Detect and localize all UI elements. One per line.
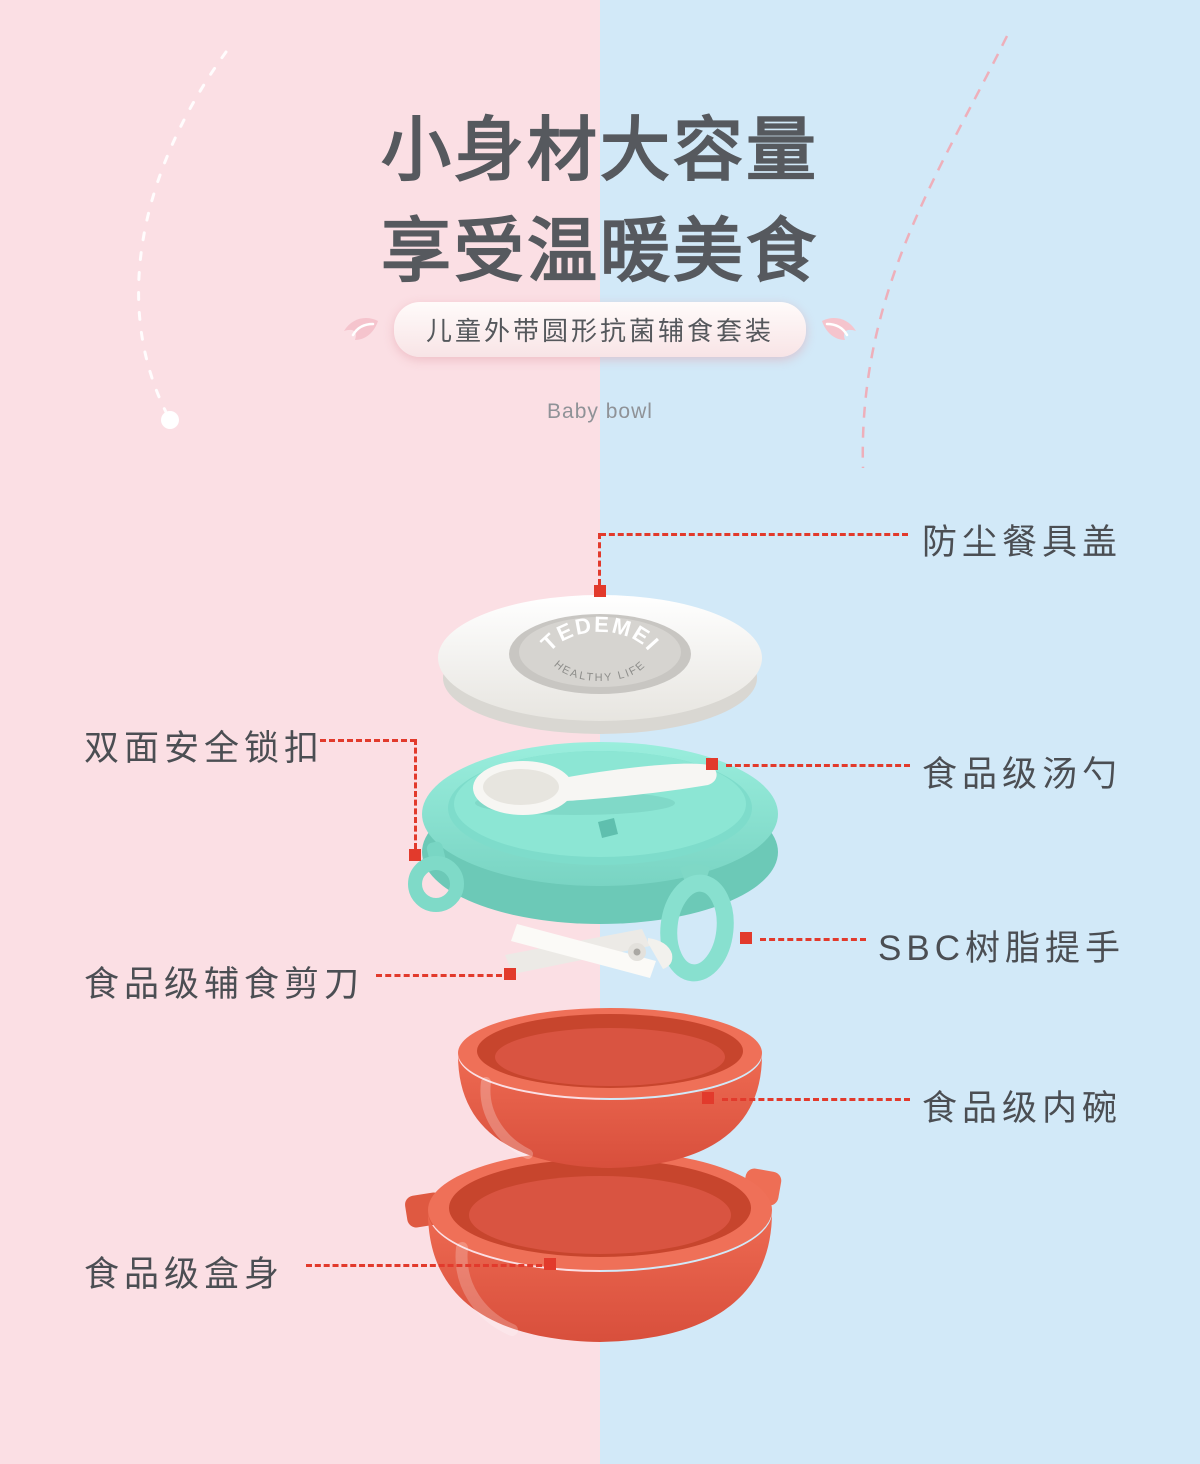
callout-label-scissors: 食品级辅食剪刀 <box>84 965 365 1004</box>
product-dust-cover-lid: TEDEMEI HEALTHY LIFE <box>438 595 762 734</box>
callout-dot-inner-bowl <box>702 1092 714 1104</box>
product-safety-lock-ring <box>408 841 464 912</box>
callout-label-sbc-handle: SBC树脂提手 <box>878 929 1125 968</box>
callout-label-box-body: 食品级盒身 <box>84 1255 285 1294</box>
curve-end-dot <box>161 411 179 429</box>
callout-line-sbc-handle <box>760 938 866 941</box>
callout-dot-spoon <box>706 758 718 770</box>
decorative-curve-left <box>137 50 228 429</box>
decorative-curve-right <box>861 35 1009 469</box>
callout-dot-dust-cover-lid <box>594 585 606 597</box>
product-sbc-handle <box>660 864 734 982</box>
callout-dot-sbc-handle <box>740 932 752 944</box>
callout-line-dust-cover-lid <box>600 533 908 536</box>
callout-label-safety-lock: 双面安全锁扣 <box>84 729 325 768</box>
product-inner-bowl <box>458 1008 762 1168</box>
callout-dot-scissors <box>504 968 516 980</box>
badge-row: 儿童外带圆形抗菌辅食套装 <box>0 302 1200 357</box>
wing-left-icon <box>340 315 380 345</box>
callout-label-dust-cover-lid: 防尘餐具盖 <box>922 523 1123 562</box>
product-scissors <box>505 924 673 978</box>
product-badge: 儿童外带圆形抗菌辅食套装 <box>393 302 806 357</box>
wing-right-icon <box>820 315 860 345</box>
callout-label-inner-bowl: 食品级内碗 <box>922 1089 1123 1128</box>
callout-line-box-body <box>306 1264 542 1267</box>
callout-dot-safety-lock <box>409 849 421 861</box>
product-spoon <box>473 761 717 815</box>
callout-line-safety-lock <box>320 739 416 742</box>
title-line-2: 享受温暖美食 <box>381 212 819 290</box>
callout-line-dust-cover-lid-vertical <box>598 533 601 585</box>
page-title: 小身材大容量 享受温暖美食 <box>0 100 1200 302</box>
callout-line-spoon <box>726 764 910 767</box>
callout-line-scissors <box>376 974 502 977</box>
callout-dot-box-body <box>544 1258 556 1270</box>
callout-line-inner-bowl <box>722 1098 910 1101</box>
callout-line-safety-lock-vertical <box>414 739 417 849</box>
callout-label-spoon: 食品级汤勺 <box>922 755 1123 794</box>
title-line-1: 小身材大容量 <box>381 111 819 189</box>
product-box-body <box>405 1150 782 1342</box>
subtitle-english: Baby bowl <box>547 400 653 423</box>
